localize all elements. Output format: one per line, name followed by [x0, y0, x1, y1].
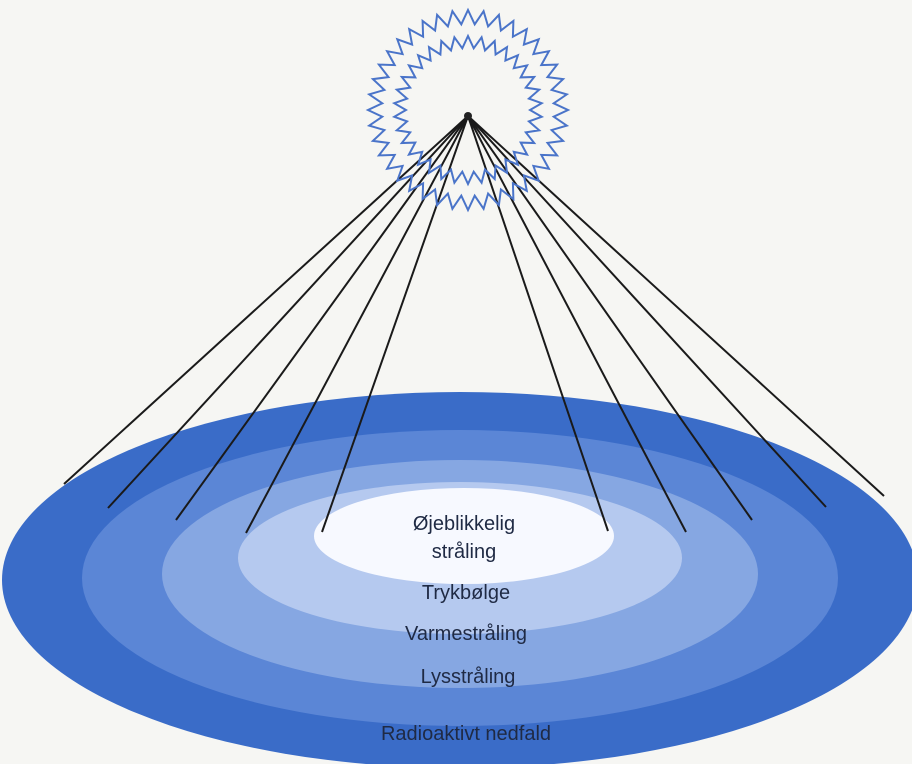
ray-line-4	[245, 115, 469, 534]
label-light-radiation: Lysstråling	[421, 666, 516, 688]
burst-outer-ring	[365, 7, 571, 213]
ray-line-9	[467, 115, 827, 508]
burst-inner-ring	[391, 33, 545, 187]
burst-center-dot	[464, 112, 472, 120]
label-immediate-radiation-line2: stråling	[432, 541, 496, 563]
ray-line-6	[467, 115, 609, 532]
label-pressure-wave: Trykbølge	[422, 582, 510, 604]
ray-line-8	[467, 115, 753, 521]
ray-line-5	[321, 115, 469, 533]
ray-line-7	[467, 115, 687, 533]
explosion-burst-icon	[365, 7, 571, 213]
label-radioactive-fallout: Radioaktivt nedfald	[381, 723, 551, 745]
label-heat-radiation: Varmestråling	[405, 623, 527, 645]
label-immediate-radiation-line1: Øjeblikkelig	[413, 513, 515, 535]
zone-immediate-radiation	[314, 488, 614, 584]
ray-line-2	[107, 115, 469, 509]
effect-rays	[63, 115, 885, 534]
ray-line-3	[175, 115, 469, 521]
ray-line-1	[63, 115, 469, 485]
